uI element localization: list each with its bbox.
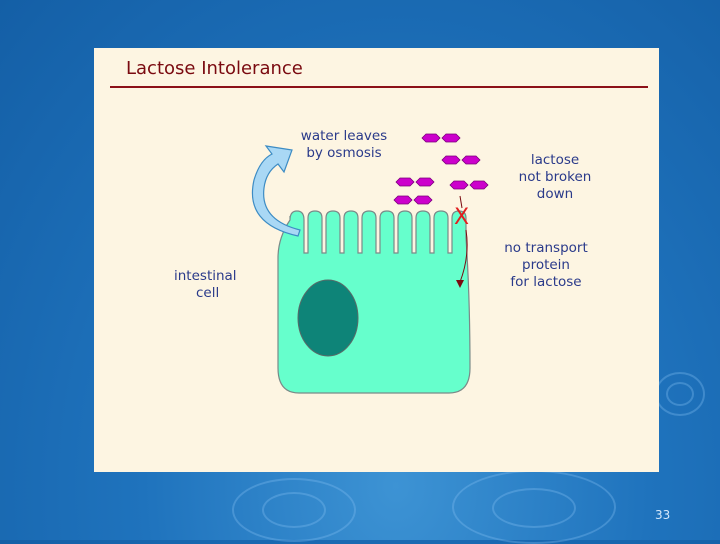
osmosis-arrow [251, 145, 301, 237]
lactose-label-line: not broken [518, 169, 592, 185]
cell-label-line: intestinal [174, 268, 237, 284]
lactose-molecules [393, 133, 489, 205]
lactose-intolerance-diagram: X [251, 133, 489, 394]
page-number: 33 [655, 508, 671, 522]
slide-title: Lactose Intolerance [126, 58, 303, 79]
ripple-decoration [492, 488, 576, 528]
cell-label: intestinal cell [174, 268, 246, 302]
lactose-molecule [393, 195, 433, 205]
transport-label-line: for lactose [510, 274, 582, 290]
lactose-label-line: lactose [530, 152, 580, 168]
cell-nucleus [297, 279, 359, 357]
slide-panel: Lactose Intolerance [94, 48, 659, 472]
blocked-path-line [459, 195, 463, 209]
lactose-molecule [421, 133, 461, 143]
lactose-molecule [441, 155, 481, 165]
transport-label-line: protein [522, 257, 570, 273]
ripple-decoration [666, 382, 694, 406]
lactose-label: lactose not broken down [510, 152, 600, 203]
title-divider [110, 86, 648, 88]
lactose-label-line: down [536, 186, 574, 202]
cell-label-line: cell [196, 285, 220, 301]
transport-label-line: no transport [504, 240, 588, 256]
lactose-molecule [449, 180, 489, 190]
ripple-decoration [262, 492, 326, 528]
osmosis-label-line: by osmosis [306, 145, 382, 161]
lactose-molecule [395, 177, 435, 187]
transport-arrow [459, 229, 468, 283]
blocked-mark: X [454, 205, 469, 230]
osmosis-label: water leaves by osmosis [294, 128, 394, 162]
osmosis-label-line: water leaves [300, 128, 388, 144]
transport-arrowhead [456, 280, 464, 288]
transport-label: no transport protein for lactose [498, 240, 594, 291]
